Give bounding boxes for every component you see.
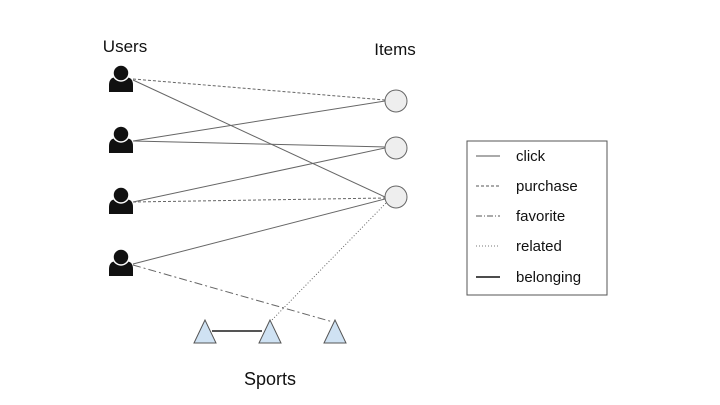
- category-node-triangle: [323, 318, 347, 344]
- item-node: [384, 185, 408, 209]
- items-label: Items: [374, 40, 416, 59]
- legend-label-belonging: belonging: [516, 269, 581, 286]
- edge-purchase-user3-item3: [132, 197, 386, 203]
- item-node: [384, 89, 408, 113]
- edges: [132, 78, 387, 332]
- user-icon: [109, 64, 133, 92]
- category-node-triangle: [258, 318, 282, 344]
- sports-label: Sports: [244, 369, 296, 389]
- user-icon: [109, 186, 133, 214]
- edge-related-cat2-item3: [269, 202, 387, 323]
- edge-click-user2-item2: [132, 140, 386, 148]
- user-icon: [109, 248, 133, 276]
- edge-click-user4-item3: [132, 198, 386, 265]
- item-nodes: [384, 89, 408, 209]
- edge-purchase-user1-item1: [132, 78, 386, 101]
- users-label: Users: [103, 37, 147, 56]
- category-node-triangle: [193, 318, 217, 344]
- edge-click-user3-item2: [132, 147, 386, 203]
- legend-box: [466, 140, 608, 296]
- edge-click-user2-item1: [132, 100, 386, 142]
- legend-label-related: related: [516, 238, 562, 255]
- category-nodes: [193, 318, 347, 344]
- legend-label-click: click: [516, 148, 546, 165]
- item-node: [384, 136, 408, 160]
- legend: click purchase favorite related belongin…: [466, 140, 608, 296]
- legend-label-favorite: favorite: [516, 208, 565, 225]
- user-nodes: [109, 64, 133, 276]
- edge-favorite-user4-cat3: [132, 264, 334, 323]
- user-icon: [109, 125, 133, 153]
- legend-label-purchase: purchase: [516, 178, 578, 195]
- edge-click-user1-item3: [132, 79, 386, 198]
